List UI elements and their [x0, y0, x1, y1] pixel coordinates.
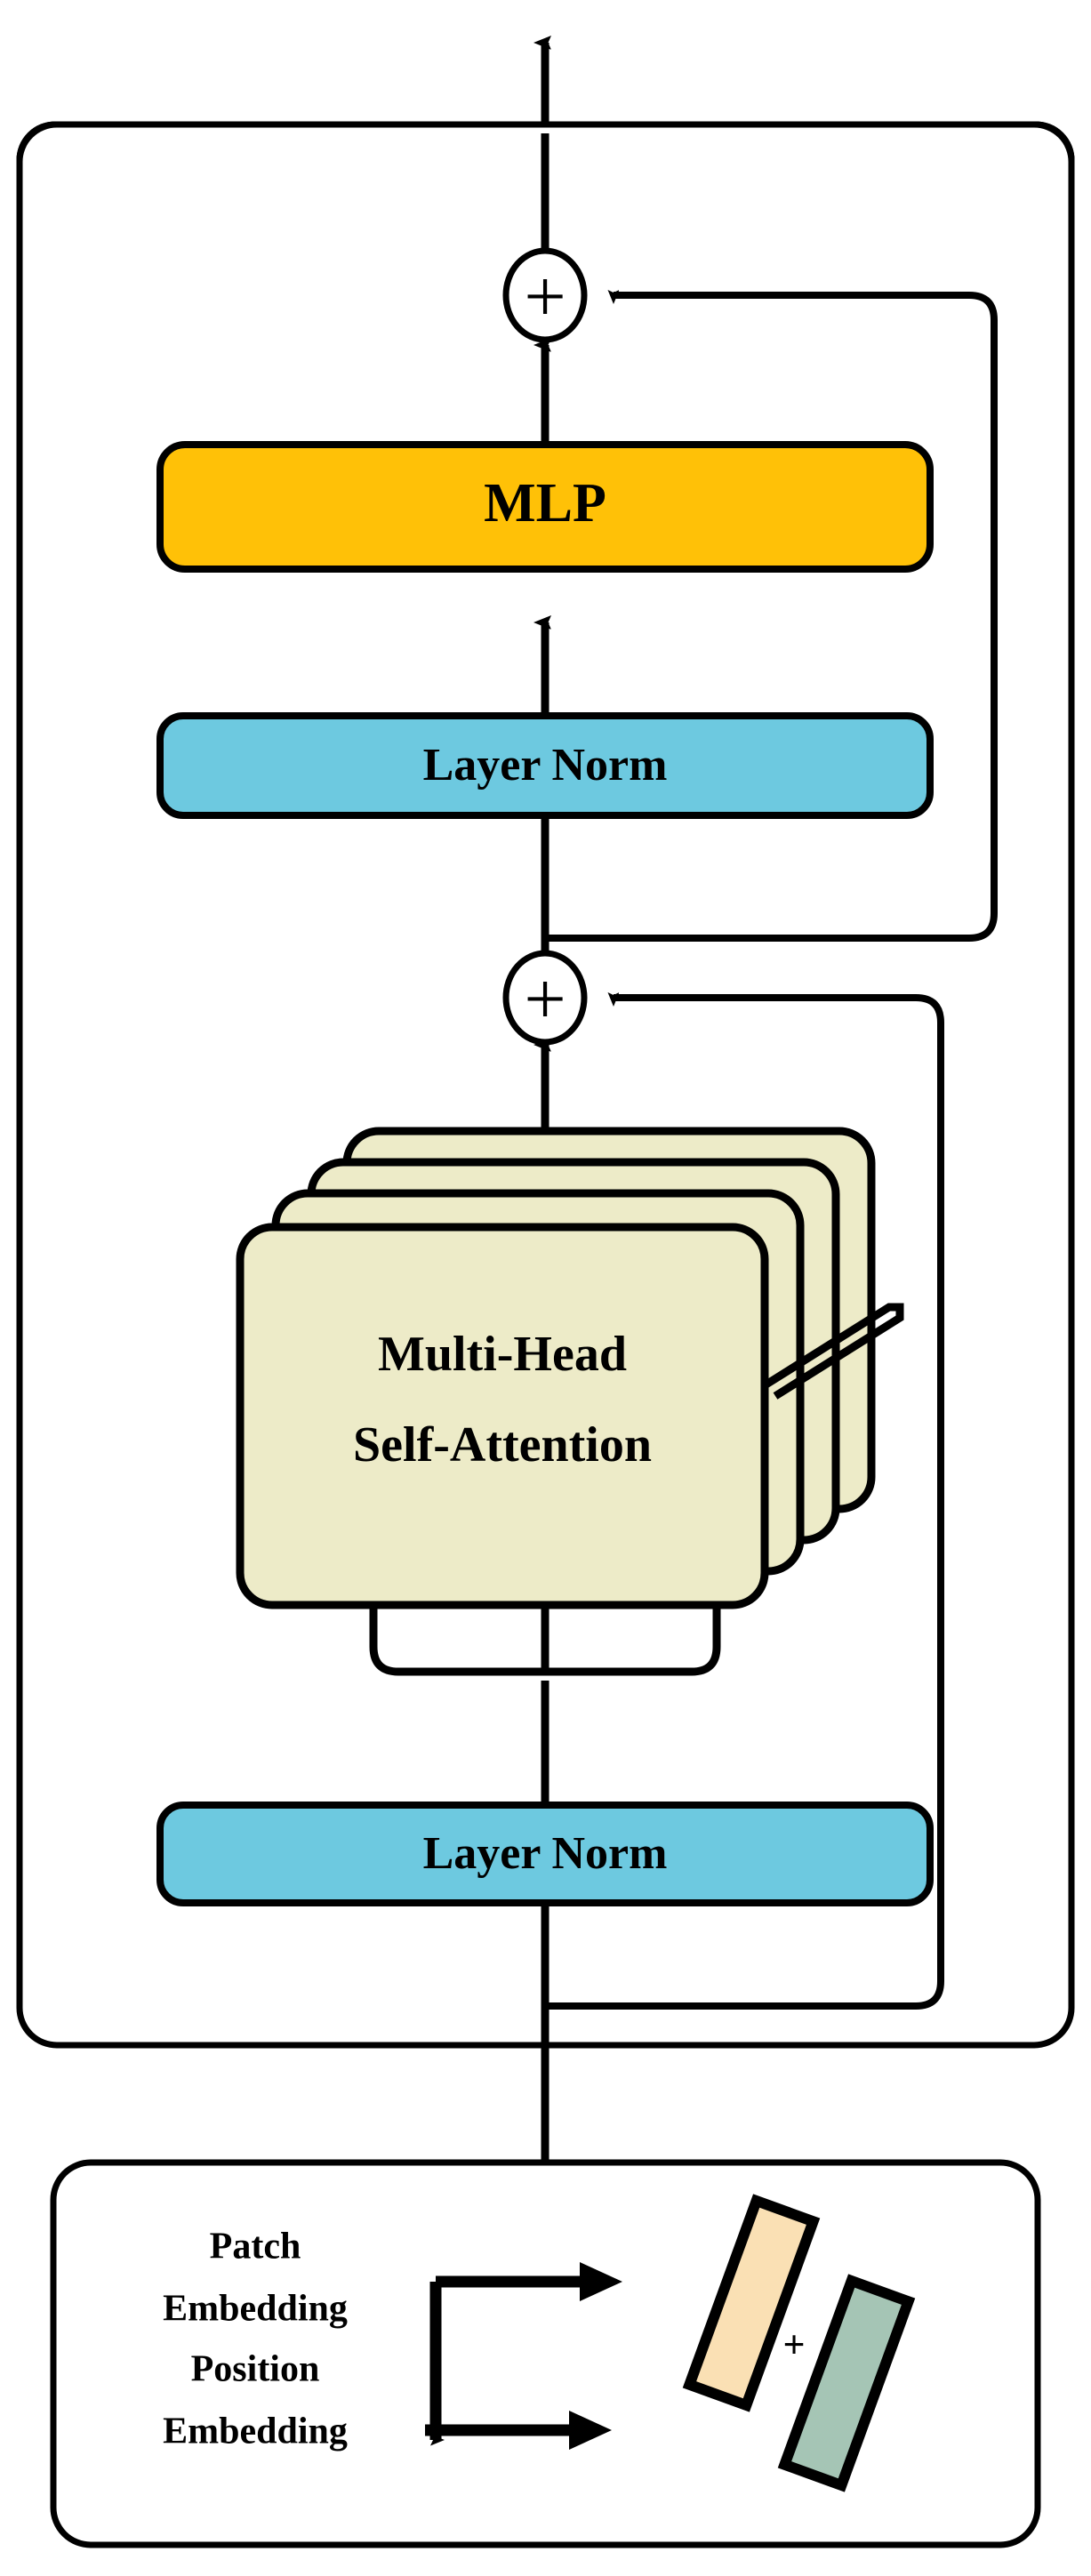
position-embedding-line1: Position — [191, 2349, 320, 2390]
attention-label-line2: Self-Attention — [353, 1417, 652, 1473]
residual-add-bottom-symbol: + — [524, 959, 566, 1041]
mlp-block[interactable]: MLP — [156, 441, 934, 573]
mlp-label: MLP — [484, 473, 606, 534]
embedding-plus-symbol: + — [782, 2323, 805, 2367]
residual-add-bottom[interactable]: + — [502, 950, 588, 1046]
stack-depth-indicator — [762, 1303, 904, 1400]
residual-add-top[interactable]: + — [502, 247, 588, 343]
layer-norm-bottom-label: Layer Norm — [423, 1828, 668, 1879]
patch-embedding-line2: Embedding — [163, 2289, 348, 2330]
attention-card-1 — [236, 1223, 769, 1609]
layer-norm-top-label: Layer Norm — [423, 740, 668, 790]
patch-embedding-line1: Patch — [210, 2227, 301, 2267]
layer-norm-bottom-block[interactable]: Layer Norm — [156, 1802, 934, 1906]
attention-stack[interactable]: Multi-Head Self-Attention — [236, 1127, 904, 1609]
residual-path-mlp — [545, 295, 998, 942]
position-embedding-label: Position Embedding — [163, 2349, 348, 2452]
patch-embedding-label: Patch Embedding — [163, 2227, 348, 2330]
position-arrow-group — [425, 2411, 612, 2450]
position-embedding-bar — [777, 2274, 916, 2492]
patch-arrow-group — [436, 2262, 622, 2301]
residual-path-attention — [545, 998, 944, 2010]
attention-label-line1: Multi-Head — [378, 1327, 627, 1382]
patch-embedding-bar — [682, 2194, 821, 2412]
layer-norm-top-block[interactable]: Layer Norm — [156, 712, 934, 819]
position-embedding-line2: Embedding — [163, 2411, 348, 2452]
residual-add-top-symbol: + — [524, 256, 566, 339]
